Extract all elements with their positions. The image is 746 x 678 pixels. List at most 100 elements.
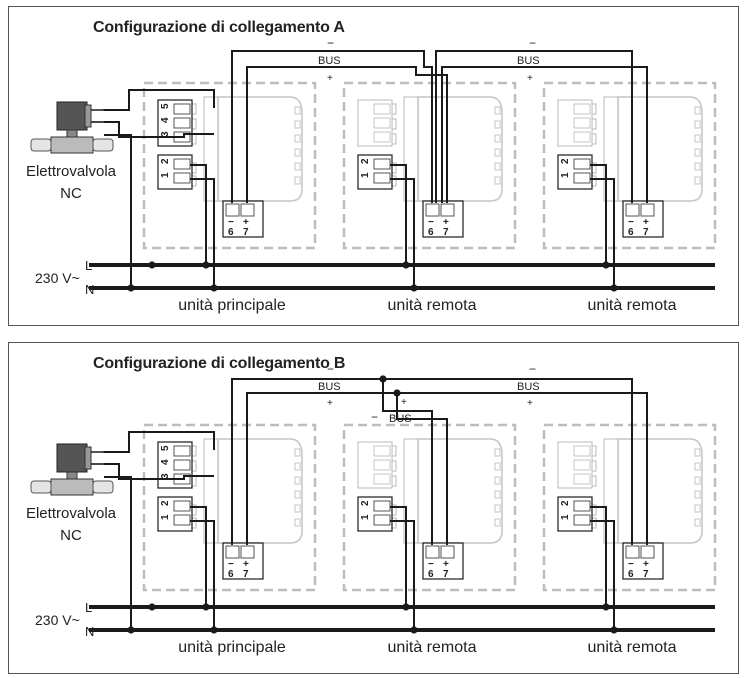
device-slot (294, 148, 301, 157)
line-L-label: L (85, 258, 92, 273)
neutral-wire (390, 520, 415, 630)
terminal-number: 2 (160, 500, 171, 506)
device-slot (694, 476, 701, 485)
valve-connector (84, 104, 92, 128)
terminal-screw (173, 445, 191, 457)
junction-dot (127, 626, 135, 634)
terminal-screw (173, 103, 191, 115)
device-slot (294, 162, 301, 171)
unit-outline (542, 81, 717, 250)
device-slot (294, 490, 301, 499)
valve-body (50, 136, 94, 154)
terminal-number: 2 (560, 500, 571, 506)
bus-minus-wire (435, 50, 633, 203)
pipe-right (92, 480, 114, 494)
unit-label: unità principale (178, 639, 286, 656)
pipe-right (92, 138, 114, 152)
bus-minus-wire (231, 50, 433, 203)
bus-label: BUS (517, 55, 540, 67)
junction-dot (148, 261, 156, 269)
terminal-screw (373, 459, 391, 471)
device-slot (694, 120, 701, 129)
valve-wire (91, 451, 105, 453)
device-body (617, 438, 703, 544)
valve-connector (84, 446, 92, 470)
terminal-number: 2 (160, 158, 171, 164)
valve-label: Elettrovalvola (26, 163, 117, 180)
valve-wire (104, 121, 214, 138)
valve-label: Elettrovalvola (26, 505, 117, 522)
device-slot (694, 162, 701, 171)
terminal-screw (373, 131, 391, 143)
valve-power-wire (104, 134, 132, 288)
bus-number: 7 (643, 227, 649, 238)
valve-wire (91, 109, 105, 111)
bus-label: BUS (318, 55, 341, 67)
terminal-screw (573, 131, 591, 143)
diagram-title: Configurazione di collegamento B (93, 355, 346, 372)
unit-label: unità remota (388, 639, 477, 656)
device-slot (294, 120, 301, 129)
device-slot (694, 462, 701, 471)
terminal-number: 1 (360, 172, 371, 178)
terminal-number: 1 (160, 172, 171, 178)
device-slot (294, 106, 301, 115)
terminal-number: 4 (160, 117, 171, 123)
bus-sign: + (643, 559, 649, 570)
device-slot (694, 518, 701, 527)
bus-plus-wire (396, 393, 448, 545)
bus-minus-wire (231, 378, 633, 545)
device-side (403, 438, 419, 544)
bus-sign: − (428, 559, 434, 570)
terminal-number: 2 (360, 500, 371, 506)
unit-outline (342, 81, 517, 250)
unit-label: unità remota (588, 639, 677, 656)
valve-label: NC (60, 527, 82, 544)
unit-label: unità remota (388, 297, 477, 314)
device-slot (694, 504, 701, 513)
terminal-number: 2 (560, 158, 571, 164)
terminal-screw (373, 514, 391, 526)
terminal-screw (573, 117, 591, 129)
device-body (417, 438, 503, 544)
valve-power-wire (119, 478, 132, 607)
unit-outline (342, 423, 517, 592)
device-slot (694, 490, 701, 499)
terminal-screw (373, 473, 391, 485)
junction-dot (610, 626, 618, 634)
device-slot (494, 476, 501, 485)
bus-number: 6 (228, 569, 234, 580)
bus-number: 7 (643, 569, 649, 580)
valve-power-wire (119, 136, 132, 265)
valve-wire (104, 89, 215, 111)
device-slot (294, 476, 301, 485)
terminal-screw (373, 158, 391, 170)
terminal-screw (425, 203, 440, 217)
device-slot (494, 120, 501, 129)
phase-wire (190, 506, 207, 607)
junction-dot (410, 626, 418, 634)
terminal-screw (640, 545, 655, 559)
valve-wire (104, 463, 214, 480)
device-slot (494, 106, 501, 115)
bus-plus-sign: + (327, 73, 333, 84)
unit-outline (542, 423, 717, 592)
line-N-label: N (85, 624, 94, 639)
device-slot (494, 462, 501, 471)
terminal-screw (573, 103, 591, 115)
device-slot (494, 448, 501, 457)
terminal-screw (373, 172, 391, 184)
terminal-screw (173, 514, 191, 526)
bus-label: BUS (389, 413, 412, 425)
terminal-screw (625, 545, 640, 559)
neutral-wire (190, 178, 215, 288)
junction-dot (210, 626, 218, 634)
pipe-left (30, 138, 52, 152)
terminal-number: 1 (360, 514, 371, 520)
junction-dot (402, 603, 410, 611)
unit-outline (142, 81, 317, 250)
bus-minus-sign: − (371, 410, 378, 424)
